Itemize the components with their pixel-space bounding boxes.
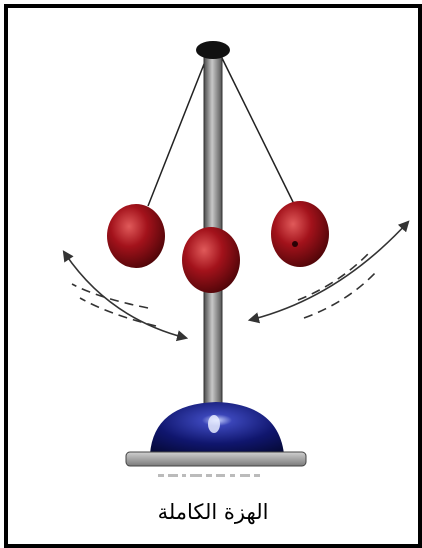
right-motion-arrow (247, 220, 410, 324)
pole-top-cap (196, 41, 230, 59)
pendulum-diagram (62, 41, 410, 477)
right-ball (271, 201, 329, 267)
left-motion-arrow (62, 250, 189, 342)
base-plate (125, 451, 307, 467)
center-ball (182, 227, 240, 293)
figure-frame: الهزة الكاملة (4, 4, 422, 548)
figure-caption: الهزة الكاملة (157, 500, 269, 524)
pendulum-strings (147, 53, 295, 207)
faint-marks (158, 474, 260, 477)
right-string (219, 53, 295, 205)
left-string (147, 53, 209, 207)
left-ball (107, 204, 165, 268)
